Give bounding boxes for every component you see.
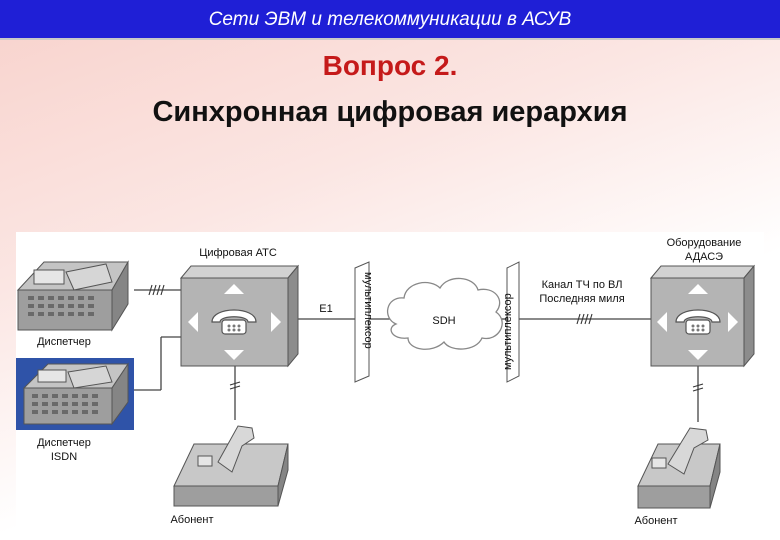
slide-title: Синхронная цифровая иерархия <box>152 96 628 128</box>
subscriber-left-label: Абонент <box>170 514 213 526</box>
multiplexer-left-icon <box>354 261 370 383</box>
channel-label-line2: Последняя миля <box>539 293 624 305</box>
multiplexer-right-icon <box>506 261 520 383</box>
line-tick-marks <box>148 284 704 392</box>
e1-label: E1 <box>319 303 332 315</box>
adase-equipment-icon <box>649 264 756 368</box>
equipment-label-line2: АДАСЭ <box>685 251 723 263</box>
digital-ats-label: Цифровая АТС <box>199 247 277 259</box>
equipment-label-line1: Оборудование <box>667 237 742 249</box>
multiplexer-left-label: мультиплексор <box>362 272 374 349</box>
multiplexer-right-label: мультиплексор <box>502 293 514 370</box>
connection-lines <box>134 289 699 422</box>
dispatcher-isdn-phone-icon <box>16 358 134 430</box>
sdh-label: SDH <box>432 315 455 327</box>
dispatcher-phone-icon <box>16 260 129 332</box>
dispatcher-isdn-label-line2: ISDN <box>51 451 77 463</box>
sdh-cloud-icon <box>386 277 503 350</box>
channel-label-line1: Канал ТЧ по ВЛ <box>542 279 623 291</box>
dispatcher-label: Диспетчер <box>37 336 91 348</box>
header-bar: Сети ЭВМ и телекоммуникации в АСУВ <box>0 0 780 40</box>
header-title: Сети ЭВМ и телекоммуникации в АСУВ <box>208 9 572 30</box>
subscriber-right-label: Абонент <box>634 515 677 527</box>
sdh-diagram: Диспетчер Диспетчер ISDN Цифровая АТС E1… <box>16 232 764 528</box>
question-heading: Вопрос 2. <box>322 50 458 81</box>
subscriber-right-phone-icon <box>637 427 721 509</box>
digital-ats-switch-icon <box>179 264 300 368</box>
subscriber-left-phone-icon <box>173 425 289 507</box>
dispatcher-isdn-label-line1: Диспетчер <box>37 437 91 449</box>
